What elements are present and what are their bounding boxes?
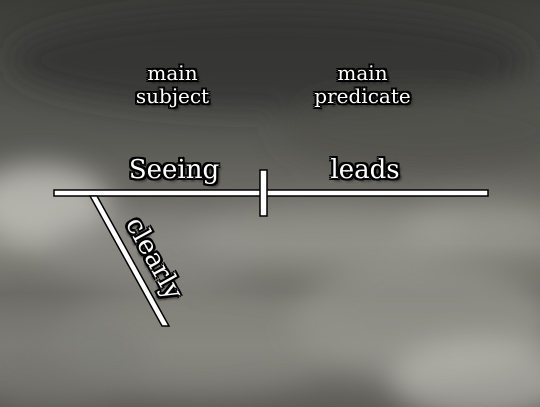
modifier-slant-line <box>88 195 171 327</box>
subject-predicate-divider <box>259 169 268 217</box>
predicate-word: leads <box>330 155 400 185</box>
main-subject-heading: main subject <box>120 62 225 108</box>
main-predicate-line1: main <box>337 61 388 85</box>
main-subject-line2: subject <box>135 84 210 108</box>
main-predicate-heading: main predicate <box>300 62 425 108</box>
subject-word: Seeing <box>128 155 220 185</box>
main-subject-line1: main <box>147 61 198 85</box>
main-predicate-line2: predicate <box>314 84 411 108</box>
baseline <box>53 189 489 197</box>
